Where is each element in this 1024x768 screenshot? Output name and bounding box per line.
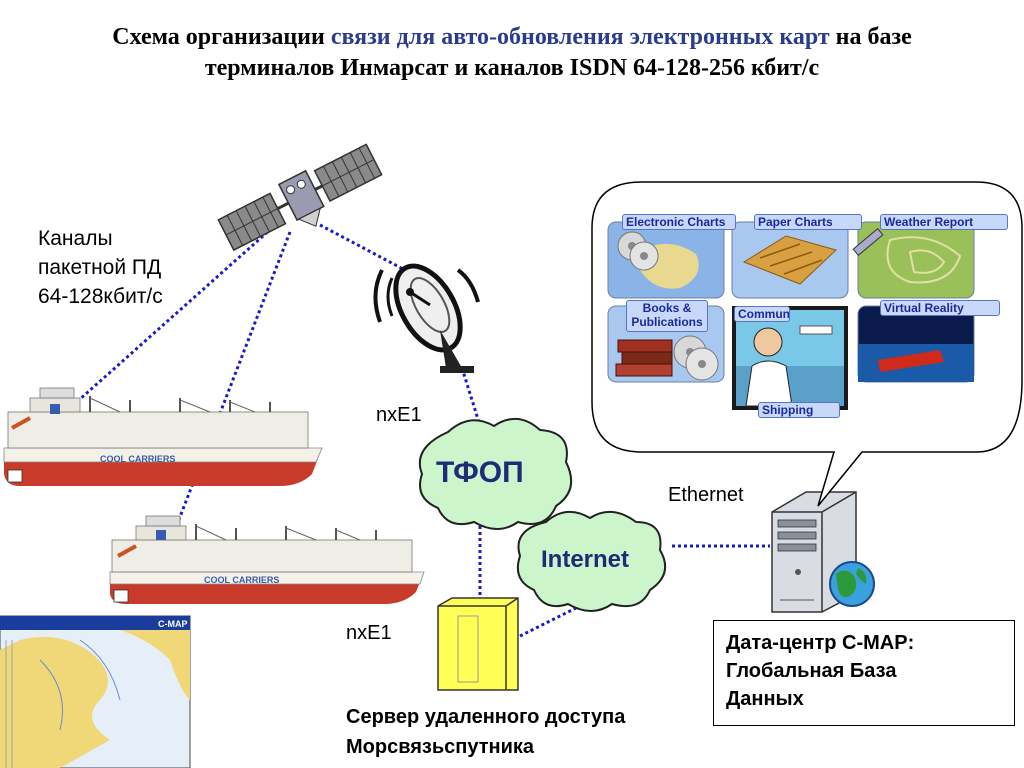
satellite-icon — [217, 143, 383, 252]
satellite-dish-icon — [373, 263, 480, 373]
datacenter-info-box: Дата-центр C-MAP: Глобальная База Данных — [713, 620, 1015, 726]
title-line2: терминалов Инмарсат и каналов ISDN 64-12… — [204, 55, 820, 81]
remote-server-label: Сервер удаленного доступа Морсвязьспутни… — [346, 702, 625, 762]
tag-books-publications: Books & Publications — [626, 300, 708, 332]
title-part2: на базе — [829, 24, 912, 50]
link-server-internet — [519, 602, 585, 638]
packet-channels-label: Каналы пакетной ПД 64-128кбит/с — [38, 224, 163, 311]
packet-channels-line1: Каналы — [38, 227, 113, 250]
packet-channels-line2: пакетной ПД — [38, 256, 162, 279]
globe-icon — [829, 561, 875, 607]
cloud-internet — [516, 511, 667, 612]
tag-paper-charts: Paper Charts — [754, 214, 862, 230]
tile-communications — [732, 306, 848, 410]
cmap-title: C-MAP — [158, 619, 188, 629]
tag-electronic-charts: Electronic Charts — [622, 214, 736, 230]
tag-virtual-reality: Virtual Reality — [880, 300, 1000, 316]
title-part1: Схема организации — [112, 24, 331, 50]
tile-virtual-reality — [857, 305, 975, 383]
ethernet-label: Ethernet — [668, 484, 744, 506]
tag-shipping: Shipping — [758, 402, 840, 418]
ship-1-brand: COOL CARRIERS — [100, 454, 175, 464]
remote-server-line1: Сервер удаленного доступа — [346, 706, 626, 728]
cloud-pstn — [418, 418, 573, 530]
tag-communications: Communications — [734, 306, 790, 322]
remote-access-server-icon — [437, 597, 519, 691]
ship-2-icon — [109, 515, 425, 604]
pstn-label: ТФОП — [436, 456, 524, 489]
title-highlight: связи для авто-обновления электронных ка… — [330, 24, 830, 50]
internet-label: Internet — [541, 546, 630, 573]
ship-2-brand: COOL CARRIERS — [204, 575, 279, 585]
link-satellite-dish — [319, 223, 421, 280]
packet-channels-line3: 64-128кбит/с — [38, 285, 163, 308]
tag-weather-report: Weather Report — [880, 214, 1008, 230]
nxe1-bottom-label: nxE1 — [346, 622, 392, 644]
nxe1-top-label: nxE1 — [376, 404, 422, 426]
datacenter-line2: Глобальная База — [726, 660, 897, 682]
cmap-chart-thumbnail — [0, 615, 191, 768]
tile-weather-report — [852, 221, 975, 299]
tile-electronic-charts — [607, 221, 725, 299]
page-title: Схема организации связи для авто-обновле… — [0, 22, 1024, 84]
remote-server-line2: Морсвязьспутника — [346, 736, 535, 758]
ship-1-icon — [3, 387, 323, 486]
datacenter-line1: Дата-центр C-MAP: — [726, 632, 915, 654]
datacenter-line3: Данных — [726, 688, 804, 710]
tile-paper-charts — [731, 221, 849, 299]
